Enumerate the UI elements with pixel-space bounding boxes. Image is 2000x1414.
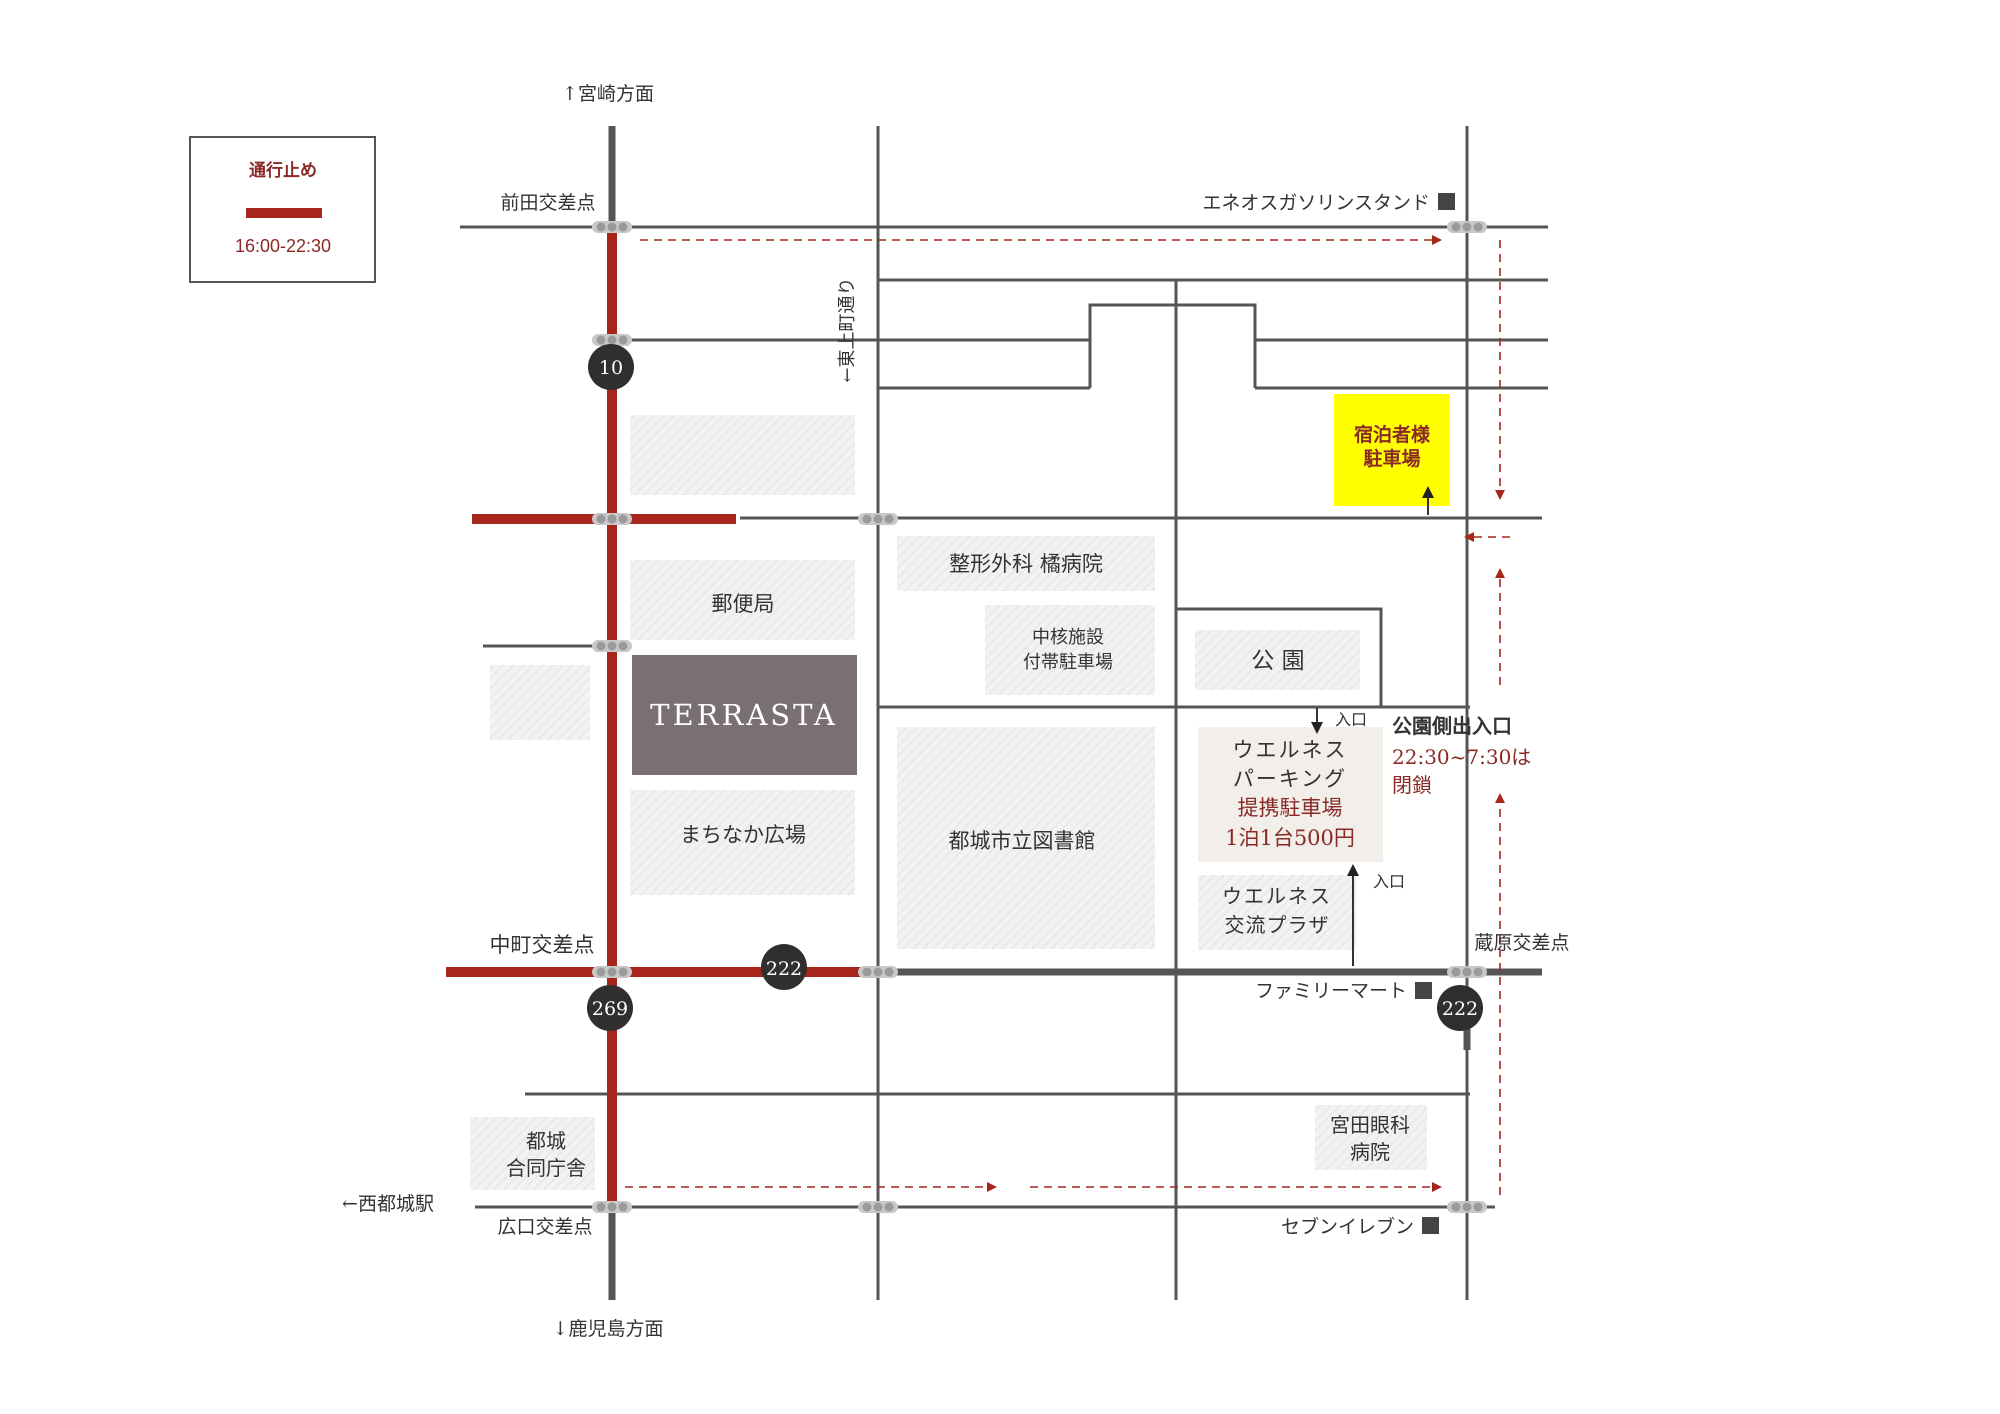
park-gate-hours: 22:30~7:30は	[1392, 745, 1531, 769]
block-library	[897, 727, 1155, 949]
signal-icon	[592, 513, 632, 525]
route-222-west-number: 222	[766, 958, 802, 980]
direction-west-station: ←西都城駅	[342, 1193, 434, 1215]
label-wellness-plaza-2: 交流プラザ	[1225, 913, 1330, 937]
signal-icon	[1447, 221, 1487, 233]
label-guest-parking-1: 宿泊者様	[1354, 423, 1431, 446]
label-parking-fee: 1泊1台500円	[1225, 826, 1355, 850]
traffic-signals	[592, 221, 1487, 1213]
store-seven: セブンイレブン	[1281, 1215, 1414, 1238]
legend: 通行止め 16:00-22:30	[189, 136, 376, 283]
block-eye-clinic	[1315, 1105, 1427, 1170]
intersection-kuraharu: 蔵原交差点	[1474, 932, 1569, 954]
direction-south: ↓鹿児島方面	[553, 1318, 664, 1340]
block-government	[470, 1117, 595, 1190]
label-guest-parking-2: 駐車場	[1363, 447, 1420, 470]
signal-icon	[858, 966, 898, 978]
street-higashikami: ←東上町通り	[837, 277, 858, 382]
label-entrance-park: 入口	[1335, 710, 1367, 729]
block-core-parking	[985, 605, 1155, 695]
park-gate-closed: 閉鎖	[1392, 773, 1432, 797]
route-269-number: 269	[592, 998, 628, 1020]
label-machinaka: まちなか広場	[680, 823, 806, 847]
label-core-parking-1: 中核施設	[1032, 627, 1104, 648]
route-269-sign: 269	[587, 985, 633, 1031]
legend-time: 16:00-22:30	[235, 236, 331, 256]
signal-icon	[858, 1201, 898, 1213]
label-core-parking-2: 付帯駐車場	[1023, 652, 1113, 673]
familymart-marker	[1415, 982, 1432, 999]
signal-icon	[1447, 1201, 1487, 1213]
entrance-arrows	[1311, 486, 1434, 966]
signal-icon	[858, 513, 898, 525]
hotel-block	[632, 655, 857, 775]
label-eye-clinic-2: 病院	[1350, 1140, 1390, 1164]
label-wellness-parking-1: ウエルネス	[1233, 738, 1348, 762]
route-222-west-sign: 222	[761, 944, 807, 990]
intersection-hiroguchi: 広口交差点	[497, 1216, 592, 1238]
block-machinaka	[630, 790, 855, 895]
block-wellness-parking	[1198, 727, 1383, 862]
legend-title: 通行止め	[249, 160, 317, 181]
route-222-east-number: 222	[1442, 998, 1478, 1020]
route-10-number: 10	[599, 357, 623, 379]
label-library: 都城市立図書館	[949, 829, 1096, 853]
signal-icon	[1447, 966, 1487, 978]
signal-icon	[592, 966, 632, 978]
intersection-nakamachi: 中町交差点	[490, 933, 595, 957]
hotel-name: TERRASTA	[650, 698, 838, 732]
block-wellness-plaza	[1198, 875, 1356, 950]
signal-icon	[592, 334, 632, 346]
road-loop	[1088, 303, 1257, 388]
city-blocks	[470, 415, 1427, 1190]
label-eye-clinic-1: 宮田眼科	[1330, 1113, 1410, 1137]
label-park: 公 園	[1251, 648, 1304, 674]
block-north-west	[630, 415, 855, 495]
block-post-office	[630, 560, 855, 640]
label-hospital: 整形外科 橘病院	[949, 552, 1103, 576]
label-wellness-plaza-1: ウエルネス	[1222, 884, 1332, 908]
route-10-sign: 10	[588, 344, 634, 390]
direction-north: ↑宮崎方面	[562, 83, 654, 105]
label-post-office: 郵便局	[712, 592, 775, 616]
seven-marker	[1422, 1217, 1439, 1234]
road-park-loop	[1176, 607, 1383, 707]
label-wellness-parking-2: パーキング	[1233, 767, 1347, 791]
guide-routes	[625, 235, 1510, 1195]
block-park	[1195, 630, 1360, 690]
label-government-1: 都城	[526, 1129, 566, 1153]
signal-icon	[592, 221, 632, 233]
label-partner-parking: 提携駐車場	[1238, 796, 1343, 820]
park-gate-title: 公園側出入口	[1392, 714, 1512, 738]
store-eneos: エネオスガソリンスタンド	[1202, 192, 1430, 214]
eneos-marker	[1438, 193, 1455, 210]
route-222-east-sign: 222	[1437, 985, 1483, 1031]
intersection-maeda: 前田交差点	[500, 192, 595, 214]
block-hospital	[897, 536, 1155, 591]
signal-icon	[592, 640, 632, 652]
signal-icon	[592, 1201, 632, 1213]
block-west	[490, 665, 590, 740]
store-familymart: ファミリーマート	[1255, 980, 1407, 1002]
label-entrance-plaza: 入口	[1373, 872, 1405, 891]
label-government-2: 合同庁舎	[506, 1156, 586, 1180]
